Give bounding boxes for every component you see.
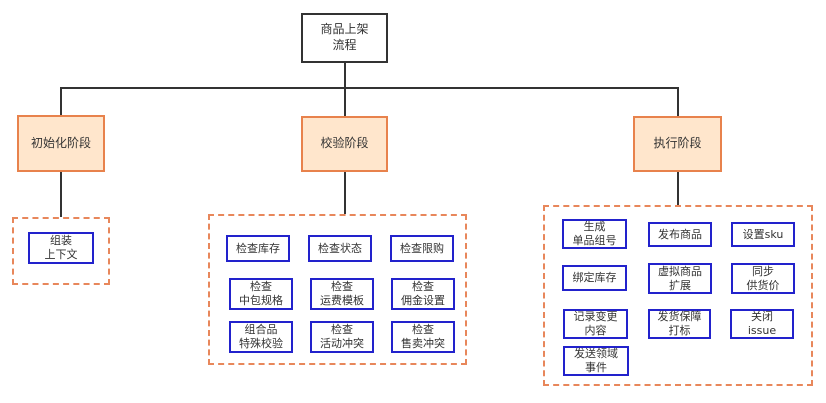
task-combo-special-validation: 组合品 特殊校验	[229, 321, 293, 353]
connector-branch-execute	[677, 87, 679, 117]
connector-root-vertical	[344, 63, 346, 89]
connector-execute-to-group	[677, 171, 679, 206]
task-check-commission-setting: 检查 佣金设置	[391, 278, 455, 310]
group-execute: 生成 单品组号 发布商品 设置sku 绑定库存 虚拟商品 扩展 同步 供货价 记…	[543, 205, 813, 386]
node-product-listing-flow: 商品上架 流程	[301, 13, 388, 63]
node-phase-validate: 校验阶段	[301, 116, 388, 172]
task-generate-item-group-no: 生成 单品组号	[562, 219, 627, 249]
connector-branch-horizontal	[60, 87, 679, 89]
task-bind-inventory: 绑定库存	[562, 265, 627, 291]
task-send-domain-event: 发送领域 事件	[563, 346, 629, 376]
node-phase-execute: 执行阶段	[633, 116, 722, 172]
task-record-change-content: 记录变更 内容	[563, 309, 628, 339]
task-sync-supply-price: 同步 供货价	[731, 263, 795, 294]
task-check-purchase-limit: 检查限购	[390, 235, 454, 262]
connector-branch-init	[60, 87, 62, 116]
task-check-activity-conflict: 检查 活动冲突	[310, 321, 374, 353]
connector-branch-validate	[344, 87, 346, 117]
task-shipping-guarantee-tag: 发货保障 打标	[648, 309, 711, 339]
task-check-status: 检查状态	[308, 235, 372, 262]
task-publish-product: 发布商品	[648, 222, 712, 247]
task-check-package-spec: 检查 中包规格	[229, 278, 293, 310]
task-close-issue: 关闭 issue	[730, 309, 794, 339]
task-check-inventory: 检查库存	[226, 235, 290, 262]
task-virtual-product-extension: 虚拟商品 扩展	[648, 263, 712, 294]
connector-validate-to-group	[344, 171, 346, 215]
task-check-shipping-template: 检查 运费模板	[310, 278, 374, 310]
group-validate: 检查库存 检查状态 检查限购 检查 中包规格 检查 运费模板 检查 佣金设置 组…	[208, 214, 467, 365]
group-init: 组装 上下文	[12, 217, 110, 285]
node-phase-init: 初始化阶段	[17, 115, 105, 172]
task-set-sku: 设置sku	[731, 222, 795, 247]
task-assemble-context: 组装 上下文	[28, 232, 94, 264]
connector-init-to-group	[60, 171, 62, 218]
task-check-sale-conflict: 检查 售卖冲突	[391, 321, 455, 353]
